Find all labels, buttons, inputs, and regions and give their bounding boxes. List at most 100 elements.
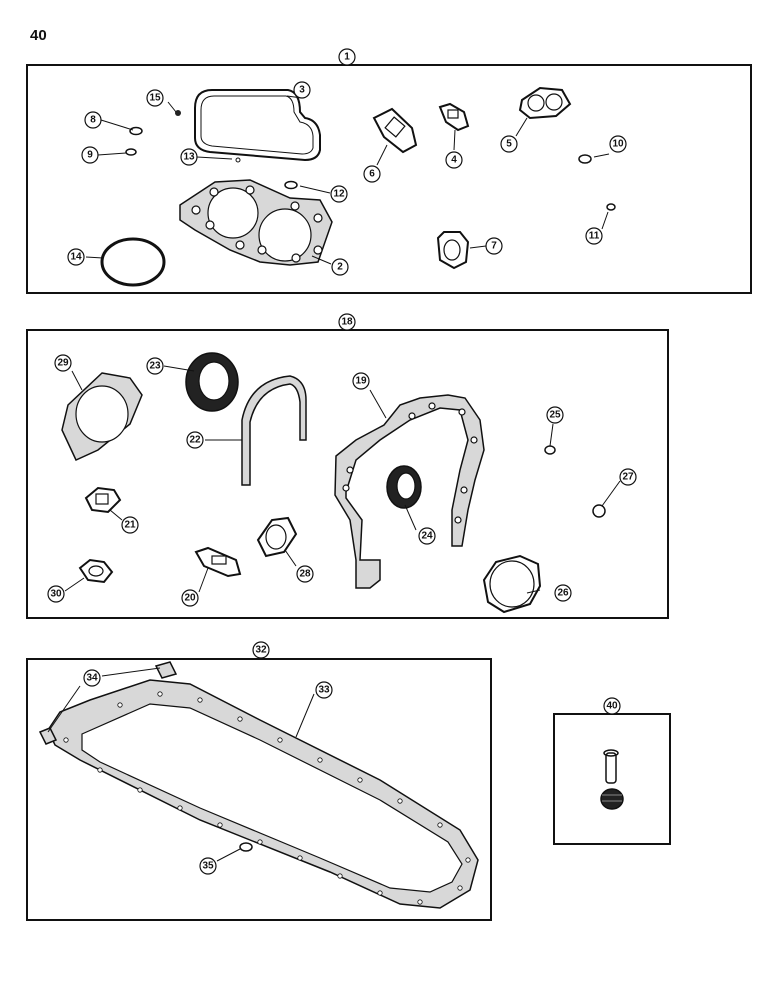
- callout-1: 1: [338, 48, 356, 66]
- svg-text:7: 7: [491, 241, 497, 252]
- svg-text:21: 21: [124, 520, 136, 531]
- callout-22: 22: [186, 431, 204, 449]
- timing-cover-gasket-part-19: [334, 394, 485, 589]
- svg-text:26: 26: [557, 588, 569, 599]
- svg-text:8: 8: [90, 115, 96, 126]
- gasket-part-21: [84, 486, 122, 514]
- callout-2: 2: [331, 258, 349, 276]
- svg-text:33: 33: [318, 685, 330, 696]
- callout-35: 35: [199, 857, 217, 875]
- callout-11: 11: [585, 227, 603, 245]
- callout-25: 25: [546, 406, 564, 424]
- callout-8: 8: [84, 111, 102, 129]
- callout-9: 9: [81, 146, 99, 164]
- svg-text:1: 1: [344, 52, 350, 63]
- svg-text:3: 3: [299, 85, 305, 96]
- gasket-part-5: [518, 86, 572, 120]
- washer-part-8: [129, 126, 143, 136]
- svg-text:27: 27: [622, 472, 634, 483]
- gasket-part-20: [194, 546, 242, 578]
- small-seal-part-15: [175, 110, 181, 116]
- callout-26: 26: [554, 584, 572, 602]
- callout-29: 29: [54, 354, 72, 372]
- valve-cover-gasket-part-3: [194, 89, 321, 162]
- callout-33: 33: [315, 681, 333, 699]
- svg-text:13: 13: [183, 152, 195, 163]
- callout-20: 20: [181, 589, 199, 607]
- svg-text:29: 29: [57, 358, 69, 369]
- gasket-part-29: [61, 372, 143, 461]
- callout-18: 18: [338, 313, 356, 331]
- gasket-part-7: [436, 231, 470, 270]
- gasket-part-26: [482, 554, 542, 614]
- gasket-part-4: [438, 102, 470, 132]
- tab-part-34-a: [154, 661, 178, 679]
- svg-text:9: 9: [87, 150, 93, 161]
- callout-12: 12: [330, 185, 348, 203]
- callout-7: 7: [485, 237, 503, 255]
- callout-23: 23: [146, 357, 164, 375]
- svg-text:23: 23: [149, 361, 161, 372]
- callout-21: 21: [121, 516, 139, 534]
- callout-14: 14: [67, 248, 85, 266]
- svg-text:20: 20: [184, 593, 196, 604]
- callout-19: 19: [352, 372, 370, 390]
- washer-part-9: [125, 148, 137, 156]
- svg-text:11: 11: [589, 231, 600, 242]
- svg-text:22: 22: [189, 435, 201, 446]
- svg-text:28: 28: [299, 569, 311, 580]
- head-gasket-part-2: [179, 179, 333, 266]
- callout-5: 5: [500, 135, 518, 153]
- callout-27: 27: [619, 468, 637, 486]
- svg-text:6: 6: [369, 169, 375, 180]
- kit-box-40: [553, 713, 671, 845]
- callout-40: 40: [603, 697, 621, 715]
- gasket-part-6: [372, 107, 418, 154]
- gasket-part-30: [78, 558, 114, 584]
- page-number: 40: [30, 27, 47, 44]
- o-ring-part-12: [284, 180, 298, 190]
- crank-seal-part-23: [185, 352, 239, 412]
- svg-text:35: 35: [202, 861, 214, 872]
- svg-text:4: 4: [451, 155, 457, 166]
- svg-text:25: 25: [549, 410, 561, 421]
- small-seal-part-13: [235, 157, 241, 163]
- callout-32: 32: [252, 641, 270, 659]
- washer-part-11: [606, 203, 616, 211]
- svg-text:5: 5: [506, 139, 512, 150]
- washer-part-10: [578, 154, 592, 164]
- kit-box-1: [26, 64, 752, 294]
- svg-text:14: 14: [70, 252, 82, 263]
- o-ring-part-14: [100, 237, 166, 287]
- front-seal-part-24: [386, 465, 422, 509]
- callout-15: 15: [146, 89, 164, 107]
- svg-text:15: 15: [149, 93, 161, 104]
- svg-text:32: 32: [255, 645, 267, 656]
- svg-text:24: 24: [421, 531, 433, 542]
- gasket-part-28: [256, 516, 298, 558]
- callout-4: 4: [445, 151, 463, 169]
- svg-text:10: 10: [612, 139, 624, 150]
- svg-text:30: 30: [50, 589, 62, 600]
- svg-text:40: 40: [606, 701, 618, 712]
- rear-seal-gasket-part-22: [241, 375, 307, 486]
- valve-guide-part-40: [603, 749, 619, 784]
- callout-13: 13: [180, 148, 198, 166]
- callout-28: 28: [296, 565, 314, 583]
- svg-text:18: 18: [341, 317, 353, 328]
- svg-text:19: 19: [355, 376, 367, 387]
- callout-30: 30: [47, 585, 65, 603]
- valve-seal-part-40: [600, 788, 624, 810]
- svg-text:34: 34: [86, 673, 98, 684]
- callout-6: 6: [363, 165, 381, 183]
- callout-3: 3: [293, 81, 311, 99]
- svg-text:2: 2: [337, 262, 343, 273]
- oil-pan-gasket-part-33: [47, 679, 479, 909]
- washer-part-35: [239, 842, 253, 852]
- tab-part-34-b: [38, 727, 58, 745]
- o-ring-part-27: [592, 504, 606, 518]
- svg-text:12: 12: [333, 189, 345, 200]
- callout-34: 34: [83, 669, 101, 687]
- callout-24: 24: [418, 527, 436, 545]
